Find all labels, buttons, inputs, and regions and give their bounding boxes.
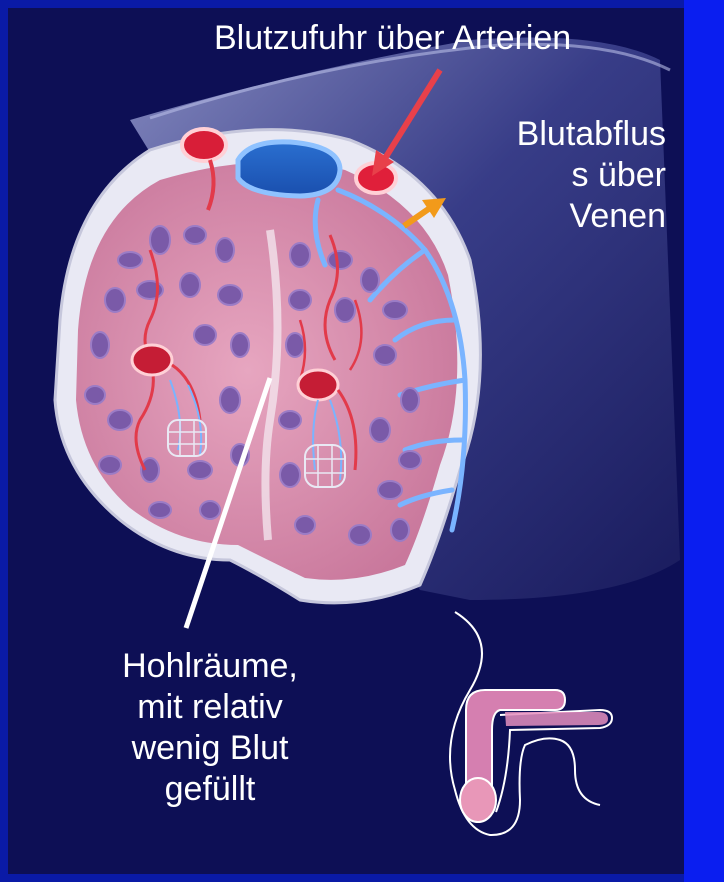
dorsal-vein: [238, 142, 340, 196]
cross-section-outer: [55, 130, 480, 603]
side-view-inset: [450, 612, 612, 835]
label-venous-outflow: Blutabflus s über Venen: [430, 114, 666, 237]
label-cavities: Hohlräume, mit relativ wenig Blut gefüll…: [40, 646, 380, 810]
label-arterial-supply: Blutzufuhr über Arterien: [214, 18, 724, 59]
